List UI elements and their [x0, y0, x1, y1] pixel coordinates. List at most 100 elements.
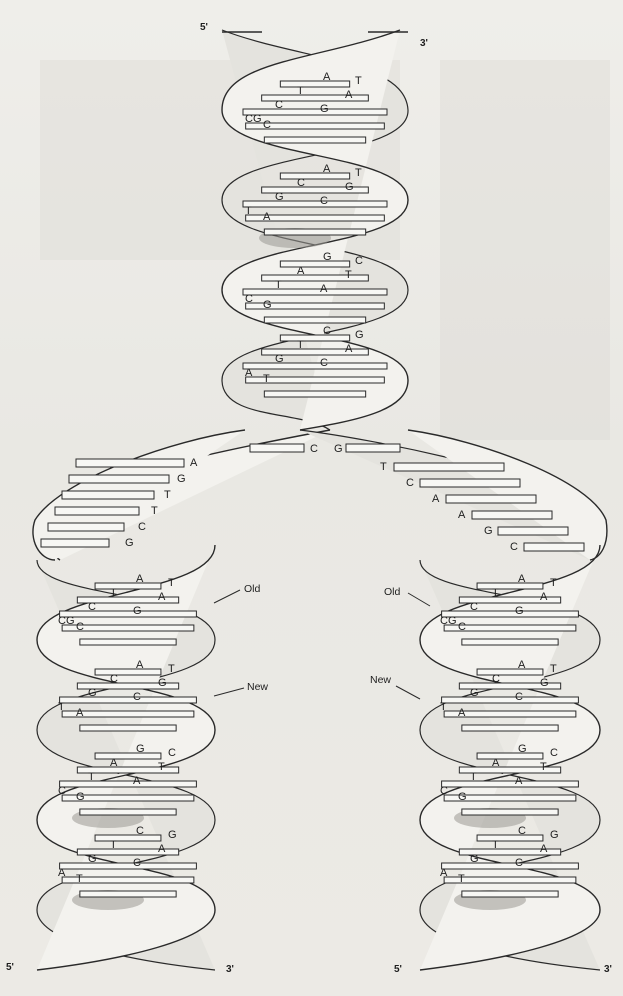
fork-base-right: A — [432, 493, 440, 505]
new-leader-right — [396, 686, 420, 699]
base-pair-rung — [264, 137, 365, 143]
old-leader-left — [214, 590, 240, 603]
base-letter: T — [355, 167, 362, 179]
base-letter: C — [518, 825, 526, 837]
base-pair-rung — [442, 863, 579, 869]
base-letter: T — [492, 839, 499, 851]
base-pair-rung — [80, 639, 176, 645]
base-letter: A — [136, 659, 144, 671]
base-letter: A — [323, 163, 331, 175]
fork-base-right: G — [484, 525, 493, 537]
base-letter: T — [88, 771, 95, 783]
base-pair-rung — [60, 697, 197, 703]
base-pair-rung — [80, 725, 176, 731]
base-letter: T — [540, 761, 547, 773]
base-pair-rung — [462, 809, 558, 815]
base-pair-rung — [442, 781, 579, 787]
base-pair-rung — [462, 891, 558, 897]
base-pair-rung — [243, 109, 387, 115]
old-label-left: Old — [244, 583, 261, 595]
base-letter: T — [263, 373, 270, 385]
base-letter: C — [168, 747, 176, 759]
end-label-bottom-right-inner: 5' — [394, 964, 402, 975]
fork-base-right: A — [458, 509, 466, 521]
base-pair-rung — [243, 363, 387, 369]
base-letter: T — [168, 577, 175, 589]
base-letter: C — [263, 119, 271, 131]
base-letter: C — [136, 825, 144, 837]
base-letter: C — [110, 673, 118, 685]
base-pair-rung — [243, 201, 387, 207]
fork-base-right: C — [510, 541, 518, 553]
base-pair-rung — [264, 391, 365, 397]
base-pair-rung — [280, 261, 349, 267]
base-letter: T — [440, 701, 447, 713]
fork-rung-left — [48, 523, 124, 531]
base-letter: G — [470, 853, 479, 865]
fork-base-left: C — [138, 521, 146, 533]
base-letter: A — [110, 757, 118, 769]
base-letter: CG — [440, 615, 457, 627]
base-letter: A — [245, 367, 253, 379]
base-letter: A — [515, 775, 523, 787]
fork-base-left: A — [190, 457, 198, 469]
base-pair-rung — [477, 835, 543, 841]
base-letter: G — [136, 743, 145, 755]
base-letter: A — [136, 573, 144, 585]
base-letter: C — [245, 293, 253, 305]
base-pair-rung — [243, 289, 387, 295]
base-letter: T — [550, 663, 557, 675]
fork-rung-right — [394, 463, 504, 471]
fork-rung-left — [69, 475, 169, 483]
new-label-right: New — [370, 674, 391, 686]
base-letter: C — [320, 195, 328, 207]
base-letter: T — [470, 771, 477, 783]
base-pair-rung — [95, 583, 161, 589]
base-letter: A — [440, 867, 448, 879]
fork-rung-left — [76, 459, 184, 467]
new-label-left: New — [247, 681, 268, 693]
base-pair-rung — [477, 669, 543, 675]
fork-rung-right — [420, 479, 520, 487]
base-pair-rung — [462, 639, 558, 645]
base-letter: CG — [245, 113, 262, 125]
base-letter: C — [458, 621, 466, 633]
base-letter: C — [275, 99, 283, 111]
fork-rung-right — [498, 527, 568, 535]
base-pair-rung — [280, 173, 349, 179]
base-letter: A — [158, 843, 166, 855]
base-letter: G — [320, 103, 329, 115]
fork-base-right: T — [380, 461, 387, 473]
base-letter: G — [323, 251, 332, 263]
base-letter: G — [355, 329, 364, 341]
fork-rung-center-left — [250, 444, 304, 452]
fork-rung-right — [472, 511, 552, 519]
base-letter: T — [58, 701, 65, 713]
base-pair-rung — [477, 753, 543, 759]
base-letter: C — [470, 601, 478, 613]
base-letter: A — [58, 867, 66, 879]
base-letter: C — [323, 325, 331, 337]
base-letter: C — [76, 621, 84, 633]
fork-base: G — [334, 443, 343, 455]
base-letter: T — [345, 269, 352, 281]
base-letter: A — [76, 707, 84, 719]
base-letter: C — [133, 691, 141, 703]
base-letter: A — [323, 71, 331, 83]
base-letter: G — [275, 191, 284, 203]
base-pair-rung — [60, 863, 197, 869]
base-letter: T — [76, 873, 83, 885]
base-letter: G — [158, 677, 167, 689]
base-letter: A — [297, 265, 305, 277]
old-leader-right — [408, 593, 430, 606]
base-letter: T — [297, 85, 304, 97]
base-letter: A — [492, 757, 500, 769]
fork-base-left: T — [164, 489, 171, 501]
base-pair-rung — [60, 781, 197, 787]
end-label-bottom-left-outer: 5' — [6, 962, 14, 973]
new-leader-left — [214, 688, 244, 696]
base-pair-rung — [442, 611, 579, 617]
base-letter: G — [275, 353, 284, 365]
